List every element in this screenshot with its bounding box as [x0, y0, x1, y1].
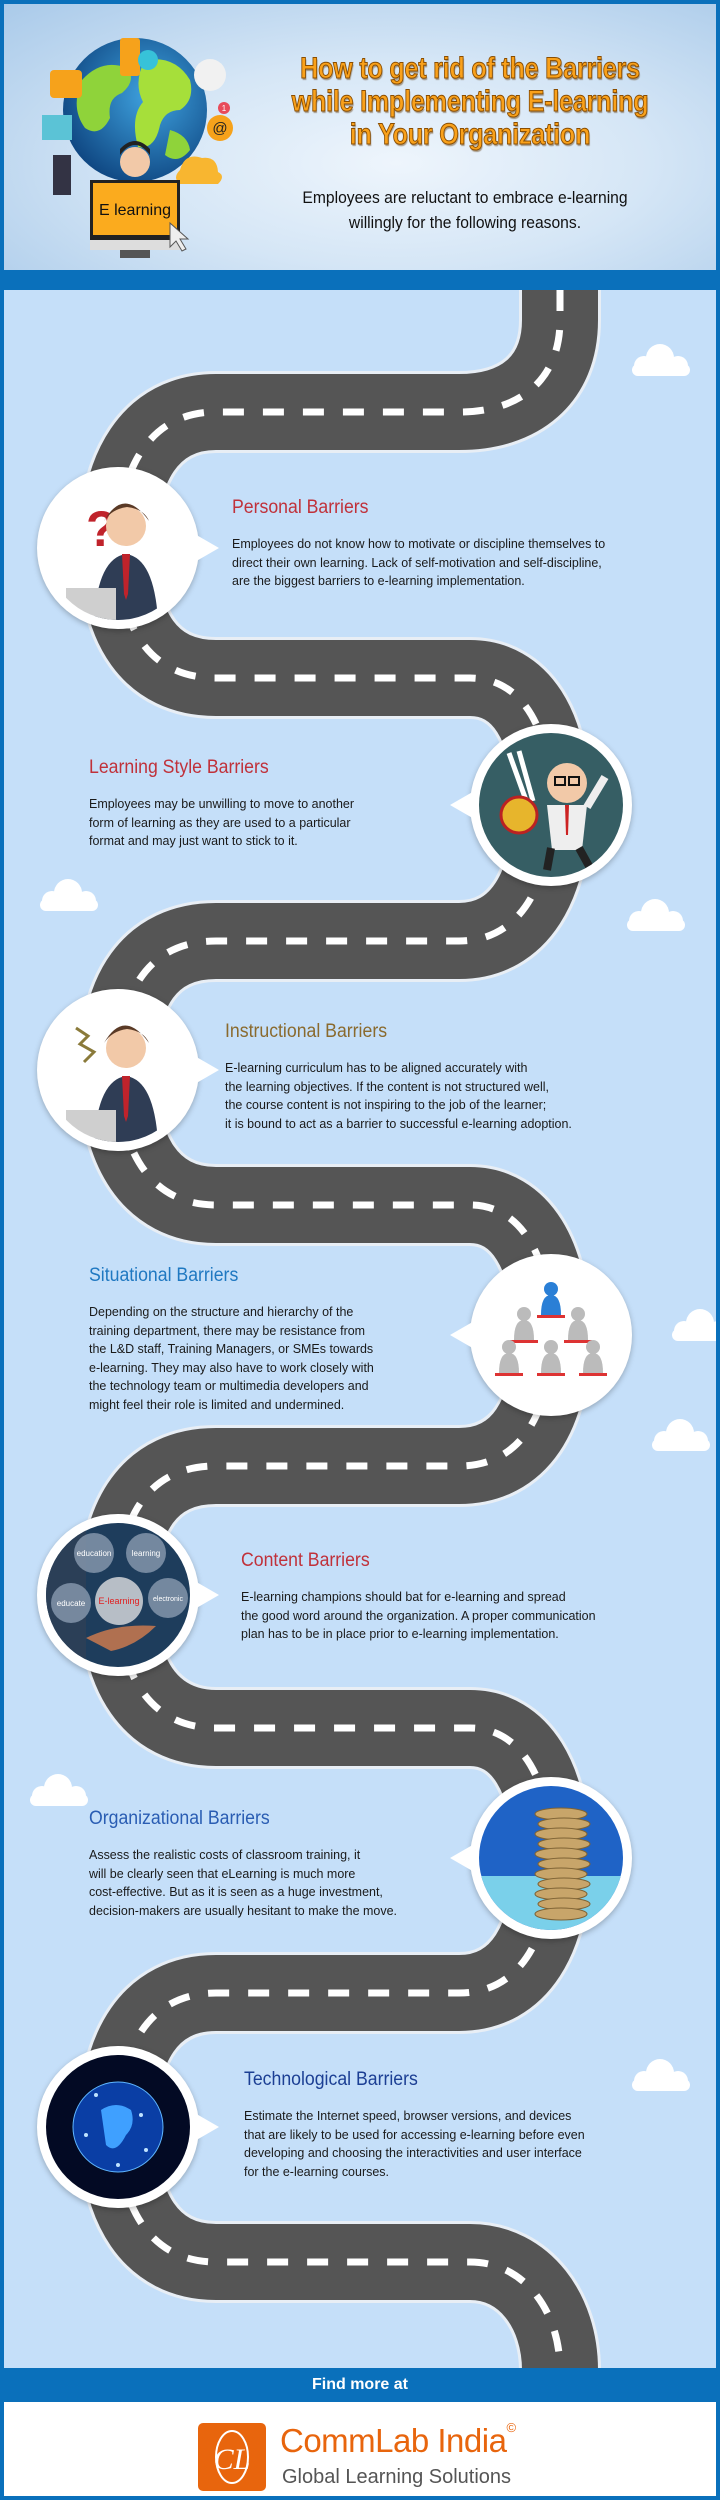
speech-pointer [450, 1320, 476, 1350]
server-icon [53, 155, 71, 195]
barrier-description: Assess the realistic costs of classroom … [89, 1846, 410, 1920]
description-line: E-learning curriculum has to be aligned … [225, 1060, 528, 1075]
svg-text:electronic: electronic [153, 1596, 183, 1603]
description-line: Depending on the structure and hierarchy… [89, 1304, 354, 1319]
coin-stack-icon [479, 1786, 623, 1930]
description-line: it is bound to act as a barrier to succe… [225, 1115, 572, 1131]
description-line: the course content is not inspiring to t… [225, 1097, 547, 1112]
brand-name[interactable]: CommLab India© [280, 2420, 516, 2459]
support-agent [120, 147, 150, 177]
commlab-logo-icon[interactable]: CL [198, 2423, 266, 2491]
description-line: that are likely to be used for accessing… [244, 2126, 585, 2142]
mail-icon [42, 115, 72, 140]
description-line: Estimate the Internet speed, browser ver… [244, 2108, 572, 2123]
barrier-title: Learning Style Barriers [89, 757, 269, 778]
speech-pointer [193, 1580, 219, 1610]
speech-pointer [193, 533, 219, 563]
svg-text:1: 1 [222, 104, 227, 113]
description-line: will be clearly seen that eLearning is m… [89, 1865, 356, 1881]
brand-tagline: Global Learning Solutions [282, 2466, 512, 2488]
cloud-icon [615, 895, 695, 935]
cursor-icon [169, 221, 190, 252]
medal-winner-icon [479, 733, 623, 877]
barrier-title: Situational Barriers [89, 1265, 239, 1286]
speech-pointer [450, 790, 476, 820]
speech-pointer [193, 2112, 219, 2142]
hierarchy-icon [479, 1263, 623, 1407]
description-line: direct their own learning. Lack of self-… [232, 554, 602, 570]
description-line: format and may just want to stick to it. [89, 833, 298, 848]
barrier-title: Organizational Barriers [89, 1808, 270, 1829]
cloud-phone-icon [176, 156, 222, 184]
cloud-icon [660, 1305, 720, 1345]
elearning-bubbles-icon: education learning educate E-learning electr… [46, 1523, 190, 1667]
barrier-description: E-learning curriculum has to be aligned … [225, 1059, 586, 1133]
description-line: developing and choosing the interactivit… [244, 2145, 582, 2160]
description-line: Assess the realistic costs of classroom … [89, 1847, 361, 1862]
header: @ 1 E learning How to get rid of the Bar… [0, 0, 720, 272]
barrier-title: Instructional Barriers [225, 1021, 388, 1042]
barrier-illustration-bubble [37, 2046, 219, 2208]
barrier-illustration-bubble: ? [37, 467, 219, 629]
barrier-illustration-bubble [450, 1777, 632, 1939]
email-at-icon [207, 115, 233, 141]
cloud-icon [620, 2055, 700, 2095]
svg-text:educate: educate [57, 1599, 86, 1608]
header-divider-band [0, 270, 720, 290]
description-line: E-learning champions should bat for e-le… [241, 1589, 566, 1604]
description-line: the technology team or multimedia develo… [89, 1378, 369, 1393]
description-line: training department, there may be resist… [89, 1322, 366, 1338]
description-line: the L&D staff, Training Managers, or SME… [89, 1341, 374, 1356]
speech-pointer [450, 1843, 476, 1873]
description-line: decision-makers are usually hesitant to … [89, 1902, 397, 1918]
svg-text:@: @ [212, 120, 227, 137]
barrier-illustration-bubble [37, 989, 219, 1151]
globe-elearning-illustration: @ 1 E learning [42, 38, 233, 258]
cloud-icon [18, 1770, 98, 1810]
description-line: form of learning as they are used to a p… [89, 814, 351, 830]
svg-text:learning: learning [132, 1549, 160, 1558]
cloud-icon [640, 1415, 720, 1455]
description-line: for the e-learning courses. [244, 2163, 389, 2179]
description-line: e-learning. They may also have to work c… [89, 1359, 374, 1375]
subtitle: Employees are reluctant to embrace e-lea… [302, 188, 628, 232]
digital-globe-icon [46, 2055, 190, 2199]
cloud-icon [620, 340, 700, 380]
description-line: Employees may be unwilling to move to an… [89, 796, 355, 811]
page-title: How to get rid of the Barriers while Imp… [291, 52, 649, 152]
svg-text:education: education [77, 1549, 112, 1558]
stressed-person-icon [46, 998, 190, 1142]
barrier-title: Content Barriers [241, 1550, 370, 1571]
description-line: the learning objectives. If the content … [225, 1078, 549, 1094]
speech-bubble-icon [194, 59, 226, 91]
barrier-description: Employees may be unwilling to move to an… [89, 795, 365, 851]
barrier-description: Depending on the structure and hierarchy… [89, 1303, 386, 1414]
description-line: are the biggest barriers to e-learning i… [232, 573, 525, 588]
barrier-description: Employees do not know how to motivate or… [232, 535, 621, 591]
barrier-illustration-bubble [450, 1254, 632, 1416]
telephone-icon [50, 70, 82, 98]
find-more-banner: Find more at [0, 2368, 720, 2402]
barrier-title: Personal Barriers [232, 497, 369, 518]
svg-text:CL: CL [214, 2443, 251, 2476]
barrier-illustration-bubble [450, 724, 632, 886]
description-line: plan has to be in place prior to e-learn… [241, 1626, 559, 1641]
chat-icon [138, 50, 158, 70]
barrier-title: Technological Barriers [244, 2069, 418, 2090]
phone-icon [120, 38, 140, 76]
description-line: might feel their role is limited and und… [89, 1396, 345, 1412]
description-line: the good word around the organization. A… [241, 1607, 596, 1623]
svg-text:E-learning: E-learning [98, 1596, 139, 1606]
description-line: cost-effective. But as it is seen as a h… [89, 1884, 383, 1899]
notification-badge [218, 102, 230, 114]
cloud-icon [28, 875, 108, 915]
footer [0, 2402, 720, 2500]
confused-person-icon: ? [46, 476, 190, 620]
barrier-description: E-learning champions should bat for e-le… [241, 1588, 610, 1644]
description-line: Employees do not know how to motivate or… [232, 536, 606, 551]
speech-pointer [193, 1055, 219, 1085]
barrier-description: Estimate the Internet speed, browser ver… [244, 2107, 599, 2181]
barrier-illustration-bubble: education learning educate E-learning electr… [37, 1514, 219, 1676]
monitor-label: E learning [99, 202, 171, 219]
